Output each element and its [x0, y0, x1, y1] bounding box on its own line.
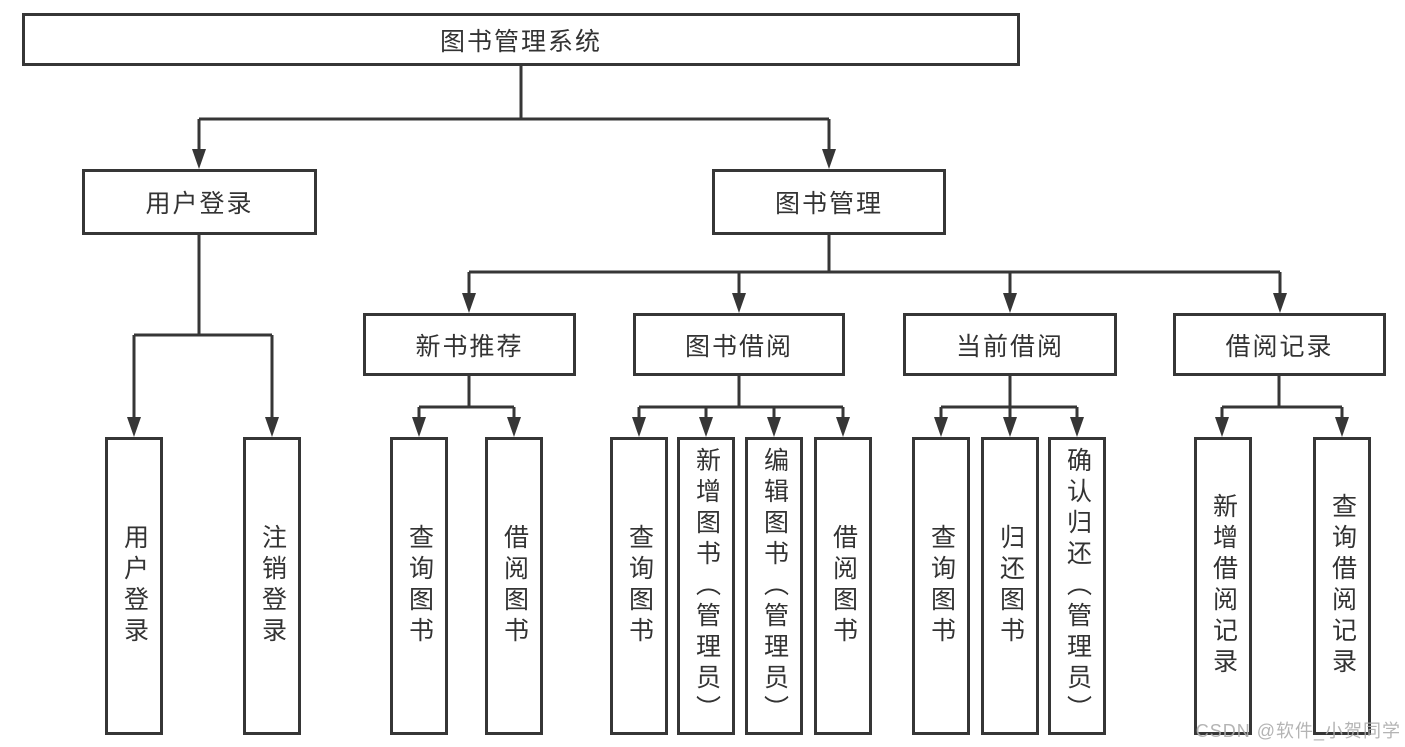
- node-new-book-recommendation: 新书推荐: [363, 313, 576, 376]
- leaf-borrow-books-recommend: 借阅图书: [485, 437, 543, 735]
- node-label: 查询图书: [625, 524, 654, 648]
- arrowhead: [1003, 293, 1017, 313]
- leaf-confirm-return-admin: 确认归还（管理员）: [1048, 437, 1106, 735]
- leaf-logout: 注销登录: [243, 437, 301, 735]
- leaf-query-borrow-record: 查询借阅记录: [1313, 437, 1371, 735]
- leaf-return-books: 归还图书: [981, 437, 1039, 735]
- node-label: 用户登录: [145, 190, 254, 218]
- node-label: 借阅图书: [500, 524, 529, 648]
- arrowhead: [127, 417, 141, 437]
- node-book-borrowing: 图书借阅: [633, 313, 845, 376]
- arrowhead: [1070, 417, 1084, 437]
- node-label: 用户登录: [120, 524, 149, 648]
- node-borrowing-records: 借阅记录: [1173, 313, 1386, 376]
- arrowhead: [507, 417, 521, 437]
- node-label: 查询图书: [405, 524, 434, 648]
- node-current-borrowing: 当前借阅: [903, 313, 1117, 376]
- node-label: 借阅记录: [1225, 332, 1334, 361]
- node-user-login: 用户登录: [82, 169, 317, 235]
- node-label: 当前借阅: [955, 332, 1064, 361]
- node-label: 查询图书: [927, 524, 956, 648]
- node-book-management: 图书管理: [712, 169, 946, 235]
- arrowhead: [1215, 417, 1229, 437]
- arrowhead: [462, 293, 476, 313]
- arrowhead: [1335, 417, 1349, 437]
- node-label: 图书管理: [774, 190, 883, 218]
- leaf-query-books-borrowing: 查询图书: [610, 437, 668, 735]
- arrowhead: [822, 149, 836, 169]
- connector-path: [132, 66, 1344, 423]
- arrowhead: [699, 417, 713, 437]
- arrowhead: [767, 417, 781, 437]
- node-label: 新增图书（管理员）: [692, 446, 721, 726]
- arrowhead: [192, 149, 206, 169]
- arrowhead: [934, 417, 948, 437]
- node-label: 图书管理系统: [439, 27, 602, 56]
- node-label: 图书借阅: [684, 332, 793, 361]
- arrowhead: [632, 417, 646, 437]
- arrowhead: [265, 417, 279, 437]
- leaf-edit-books-admin: 编辑图书（管理员）: [745, 437, 803, 735]
- node-label: 归还图书: [996, 524, 1025, 648]
- arrowhead: [836, 417, 850, 437]
- node-label: 编辑图书（管理员）: [760, 446, 789, 726]
- node-label: 查询借阅记录: [1328, 493, 1357, 679]
- leaf-add-borrow-record: 新增借阅记录: [1194, 437, 1252, 735]
- leaf-user-login: 用户登录: [105, 437, 163, 735]
- node-library-management-system: 图书管理系统: [22, 13, 1020, 66]
- arrowhead: [412, 417, 426, 437]
- arrowheads: [127, 149, 1349, 437]
- arrowhead: [732, 293, 746, 313]
- leaf-borrow-books: 借阅图书: [814, 437, 872, 735]
- arrowhead: [1003, 417, 1017, 437]
- node-label: 确认归还（管理员）: [1063, 446, 1092, 726]
- node-label: 新书推荐: [415, 332, 524, 361]
- node-label: 注销登录: [258, 524, 287, 648]
- leaf-add-books-admin: 新增图书（管理员）: [677, 437, 735, 735]
- node-label: 借阅图书: [829, 524, 858, 648]
- node-label: 新增借阅记录: [1209, 493, 1238, 679]
- arrowhead: [1273, 293, 1287, 313]
- leaf-query-books-recommend: 查询图书: [390, 437, 448, 735]
- leaf-query-books-current: 查询图书: [912, 437, 970, 735]
